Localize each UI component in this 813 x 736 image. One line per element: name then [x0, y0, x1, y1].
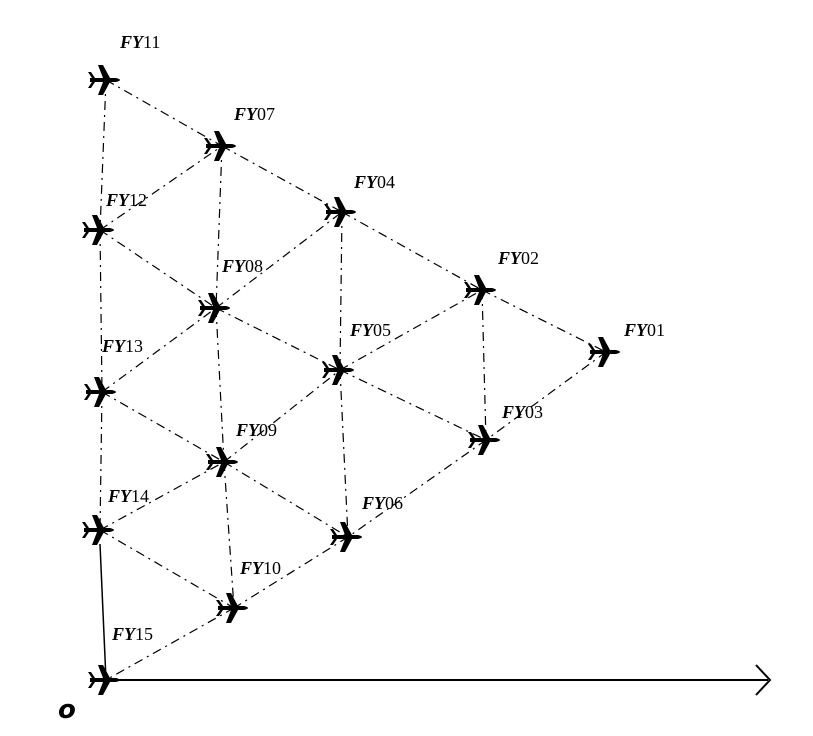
aircraft-icon — [88, 665, 120, 695]
origin-label: o — [58, 695, 76, 725]
aircraft-label-fy05: FY05 — [349, 320, 391, 340]
aircraft-icon — [198, 293, 230, 323]
link-fy13-fy14 — [99, 391, 103, 531]
label-number: 11 — [143, 32, 160, 52]
link-fy11-fy12 — [99, 79, 107, 231]
label-prefix: FY — [119, 32, 145, 52]
link-fy13-fy08 — [101, 307, 217, 393]
link-fy07-fy04 — [221, 145, 343, 213]
labels-layer: FY01FY02FY03FY04FY05FY06FY07FY08FY09FY10… — [101, 32, 665, 644]
label-prefix: FY — [101, 336, 127, 356]
label-number: 07 — [257, 104, 275, 124]
aircraft-icon — [588, 337, 620, 367]
label-number: 03 — [525, 402, 543, 422]
aircraft-label-fy02: FY02 — [497, 248, 539, 268]
link-fy05-fy03 — [339, 369, 487, 441]
link-fy09-fy05 — [223, 369, 341, 463]
aircraft-label-fy01: FY01 — [623, 320, 665, 340]
link-fy06-fy10 — [233, 536, 349, 609]
label-number: 15 — [135, 624, 153, 644]
label-prefix: FY — [349, 320, 375, 340]
aircraft-label-fy07: FY07 — [233, 104, 275, 124]
aircraft-icon — [82, 215, 114, 245]
planes-layer — [82, 65, 620, 695]
link-fy05-fy06 — [339, 369, 349, 538]
aircraft-icon — [468, 425, 500, 455]
aircraft-icon — [88, 65, 120, 95]
aircraft-label-fy11: FY11 — [119, 32, 160, 52]
link-fy02-fy01 — [481, 289, 607, 353]
label-prefix: FY — [623, 320, 649, 340]
link-fy10-fy15 — [105, 607, 235, 681]
link-fy07-fy08 — [215, 145, 223, 309]
label-number: 08 — [245, 256, 263, 276]
aircraft-label-fy09: FY09 — [235, 420, 277, 440]
links-layer — [99, 79, 607, 681]
label-prefix: FY — [497, 248, 523, 268]
label-prefix: FY — [235, 420, 261, 440]
link-fy12-fy07 — [99, 145, 223, 231]
link-fy04-fy02 — [341, 211, 483, 291]
label-prefix: FY — [361, 493, 387, 513]
aircraft-icon — [84, 377, 116, 407]
x-axis-arrowhead — [755, 664, 772, 696]
aircraft-label-fy10: FY10 — [239, 558, 281, 578]
link-fy13-fy09 — [101, 391, 225, 463]
link-fy08-fy09 — [215, 307, 225, 463]
label-number: 10 — [263, 558, 281, 578]
label-number: 01 — [647, 320, 665, 340]
aircraft-icon — [216, 593, 248, 623]
label-prefix: FY — [107, 486, 133, 506]
label-prefix: FY — [105, 190, 131, 210]
label-number: 05 — [373, 320, 391, 340]
link-fy04-fy05 — [339, 211, 343, 371]
link-fy05-fy02 — [339, 289, 483, 371]
link-fy09-fy06 — [223, 461, 349, 538]
label-number: 13 — [125, 336, 143, 356]
label-prefix: FY — [221, 256, 247, 276]
link-fy02-fy03 — [481, 289, 487, 441]
label-prefix: FY — [501, 402, 527, 422]
link-fy12-fy08 — [99, 229, 217, 309]
link-fy14-fy15 — [99, 543, 107, 681]
link-fy09-fy10 — [223, 461, 235, 609]
aircraft-icon — [82, 515, 114, 545]
link-fy11-fy07 — [105, 79, 223, 147]
link-fy01-fy03 — [485, 351, 607, 441]
aircraft-label-fy03: FY03 — [501, 402, 543, 422]
label-number: 02 — [521, 248, 539, 268]
label-number: 09 — [259, 420, 277, 440]
link-fy12-fy13 — [99, 229, 103, 393]
aircraft-icon — [330, 522, 362, 552]
label-prefix: FY — [233, 104, 259, 124]
label-number: 06 — [385, 493, 403, 513]
aircraft-label-fy13: FY13 — [101, 336, 143, 356]
aircraft-label-fy12: FY12 — [105, 190, 147, 210]
aircraft-icon — [204, 131, 236, 161]
aircraft-icon — [464, 275, 496, 305]
link-fy14-fy09 — [99, 461, 225, 531]
link-fy03-fy06 — [347, 439, 487, 538]
aircraft-icon — [206, 447, 238, 477]
label-prefix: FY — [353, 172, 379, 192]
link-fy14-fy10 — [99, 529, 235, 609]
aircraft-label-fy14: FY14 — [107, 486, 149, 506]
label-prefix: FY — [239, 558, 265, 578]
label-number: 12 — [129, 190, 147, 210]
aircraft-label-fy15: FY15 — [111, 624, 153, 644]
label-number: 04 — [377, 172, 395, 192]
label-number: 14 — [131, 486, 149, 506]
aircraft-label-fy04: FY04 — [353, 172, 395, 192]
aircraft-label-fy08: FY08 — [221, 256, 263, 276]
label-prefix: FY — [111, 624, 137, 644]
link-fy08-fy04 — [215, 211, 343, 309]
aircraft-label-fy06: FY06 — [361, 493, 403, 513]
link-fy08-fy05 — [215, 307, 341, 371]
